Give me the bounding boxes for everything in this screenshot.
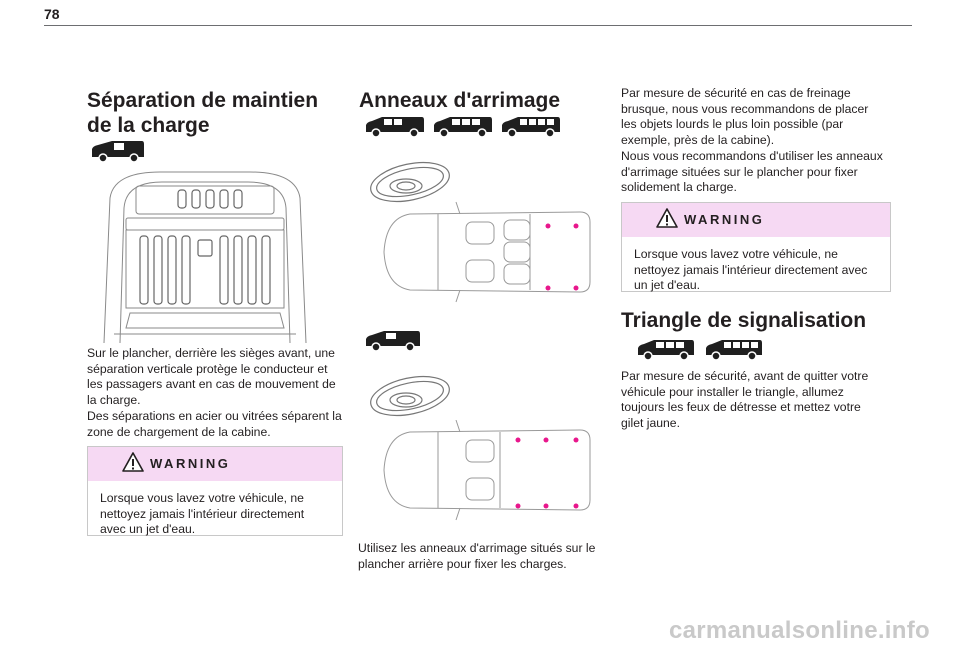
page-number: 78 [44, 6, 60, 22]
warning-header: WARNING [88, 447, 342, 481]
warning-text: Lorsque vous lavez votre véhicule, ne ne… [634, 247, 868, 293]
securite-paragraph: Par mesure de sécurité en cas de freinag… [621, 86, 883, 195]
tie-down-ring-detail-2 [370, 375, 450, 417]
warning-header: WARNING [622, 203, 890, 237]
van-icon [92, 141, 144, 163]
warning-label: WARNING [684, 212, 765, 227]
vehicle-top-view-2 [383, 420, 591, 521]
van-cargo-icon [366, 331, 420, 352]
warning-triangle-icon [122, 452, 144, 472]
separation-paragraph: Sur le plancher, derrière les sièges ava… [87, 346, 342, 439]
van-passenger-icon [434, 117, 492, 138]
van-passenger-icon-2 [638, 340, 694, 361]
warning-triangle-icon [656, 208, 678, 228]
warning-box-1: WARNING Lorsque vous lavez votre véhicul… [87, 446, 343, 536]
header-rule [44, 25, 912, 26]
warning-text: Lorsque vous lavez votre véhicule, ne ne… [100, 491, 305, 537]
cargo-separation-illustration [103, 171, 307, 343]
section-title-triangle: Triangle de signalisation [621, 309, 867, 332]
tie-down-ring-detail-1 [370, 161, 450, 203]
warning-label: WARNING [150, 456, 231, 471]
vehicle-top-view-1 [383, 201, 591, 303]
warning-box-2: WARNING Lorsque vous lavez votre véhicul… [621, 202, 891, 292]
watermark: carmanualsonline.info [668, 617, 930, 644]
van-long-icon-2 [706, 340, 762, 361]
anneaux-caption: Utilisez les anneaux d'arrimage situés s… [358, 541, 596, 571]
ring-markers-2 [515, 437, 579, 509]
section-title-separation: Séparation de maintien de la charge [87, 89, 319, 137]
van-long-icon [502, 117, 560, 138]
van-short-icon [366, 117, 424, 138]
triangle-paragraph: Par mesure de sécurité, avant de quitter… [621, 369, 869, 431]
ring-markers-1 [545, 223, 579, 291]
section-title-anneaux: Anneaux d'arrimage [359, 89, 561, 112]
